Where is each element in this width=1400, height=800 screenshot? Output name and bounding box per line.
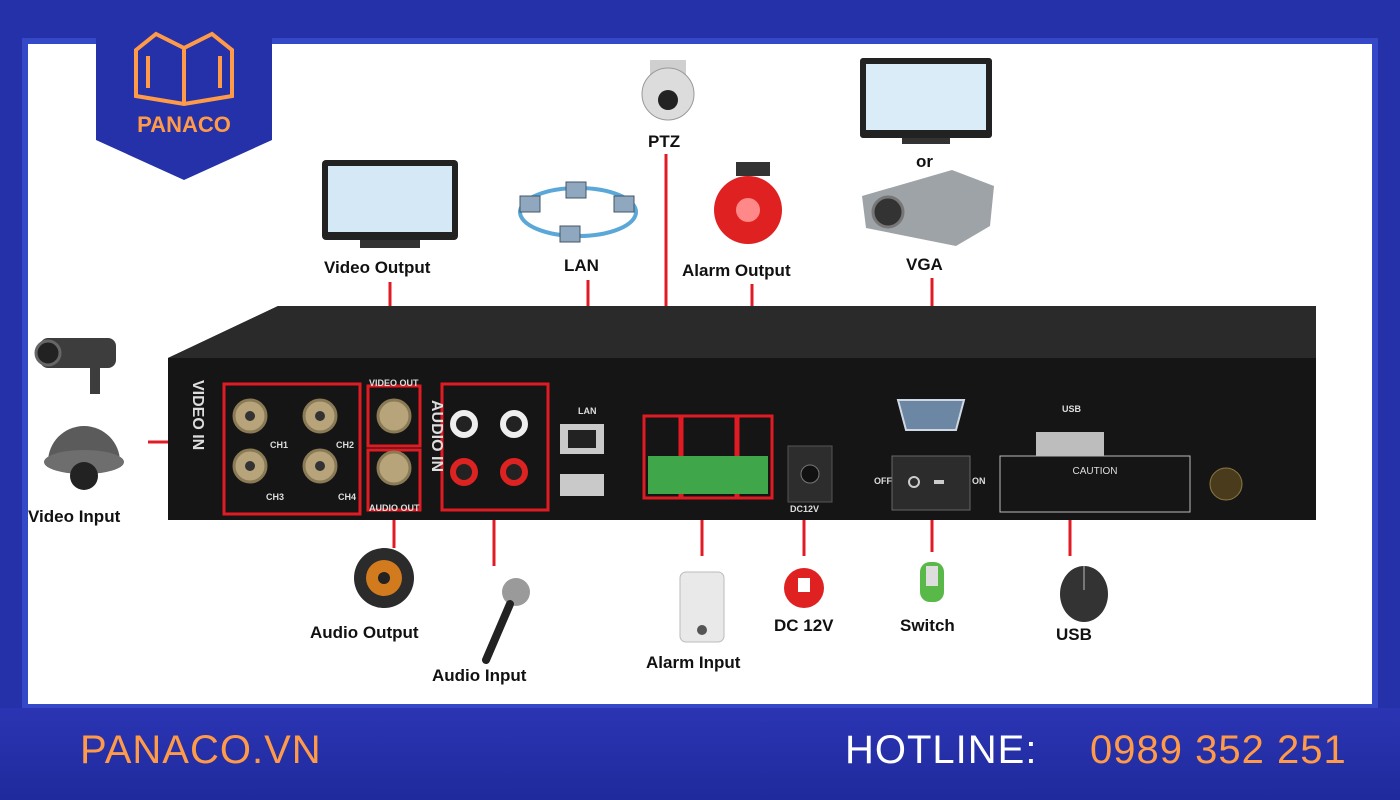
usb-port-label: USB [1062,404,1082,414]
video-in-box [222,382,362,516]
tv-icon [860,58,992,144]
power-plug-icon [784,568,824,608]
on-label: ON [972,476,986,486]
vga-label: VGA [906,255,943,274]
dome-camera-icon [44,426,124,490]
audio-in-box [440,382,550,512]
caution-text: CAUTION [1073,466,1118,477]
alarm-siren-icon [714,162,782,244]
book-icon [134,31,234,107]
hotline-number[interactable]: 0989 352 251 [1090,728,1347,772]
footer-bar [0,708,1400,800]
monitor-icon [322,160,458,248]
dc12v-port-label: DC12V [790,504,820,514]
video-out-port-label: VIDEO OUT [369,378,419,388]
video-output-label: Video Output [324,258,431,277]
website-link[interactable]: PANACO.VN [80,728,322,772]
power-switch-icon [920,562,944,602]
audio-out-port-label: AUDIO OUT [369,503,420,513]
lan-port-label: LAN [578,406,597,416]
bullet-camera-icon [34,338,116,394]
microphone-icon [482,578,530,664]
ch2-label: CH2 [336,440,355,450]
ch4-label: CH4 [338,492,357,502]
network-icon [518,181,638,243]
ch3-label: CH3 [266,492,285,502]
off-label: OFF [874,476,892,486]
pir-sensor-icon [679,571,725,643]
ptz-label: PTZ [648,132,681,151]
alarm-output-label: Alarm Output [682,261,791,280]
speaker-icon [354,548,414,608]
projector-icon [862,170,994,246]
audio-output-label: Audio Output [310,623,419,642]
usb-label: USB [1056,625,1092,644]
dc12v-label: DC 12V [774,616,834,635]
ptz-camera-icon [641,60,695,121]
lan-label: LAN [564,256,599,275]
video-input-label: Video Input [28,507,121,526]
audio-input-label: Audio Input [432,666,527,685]
logo-text: PANACO [137,112,231,137]
ch1-label: CH1 [270,440,289,450]
switch-label: Switch [900,616,955,635]
audio-out-box [366,448,422,512]
alarm-input-label: Alarm Input [646,653,741,672]
dvr-back-panel: CAUTION [168,306,1316,520]
video-out-box [366,384,422,448]
hotline-label: HOTLINE: [845,728,1038,772]
mouse-icon [1060,566,1108,622]
or-label: or [916,152,933,171]
panaco-logo-badge: PANACO [96,0,272,180]
